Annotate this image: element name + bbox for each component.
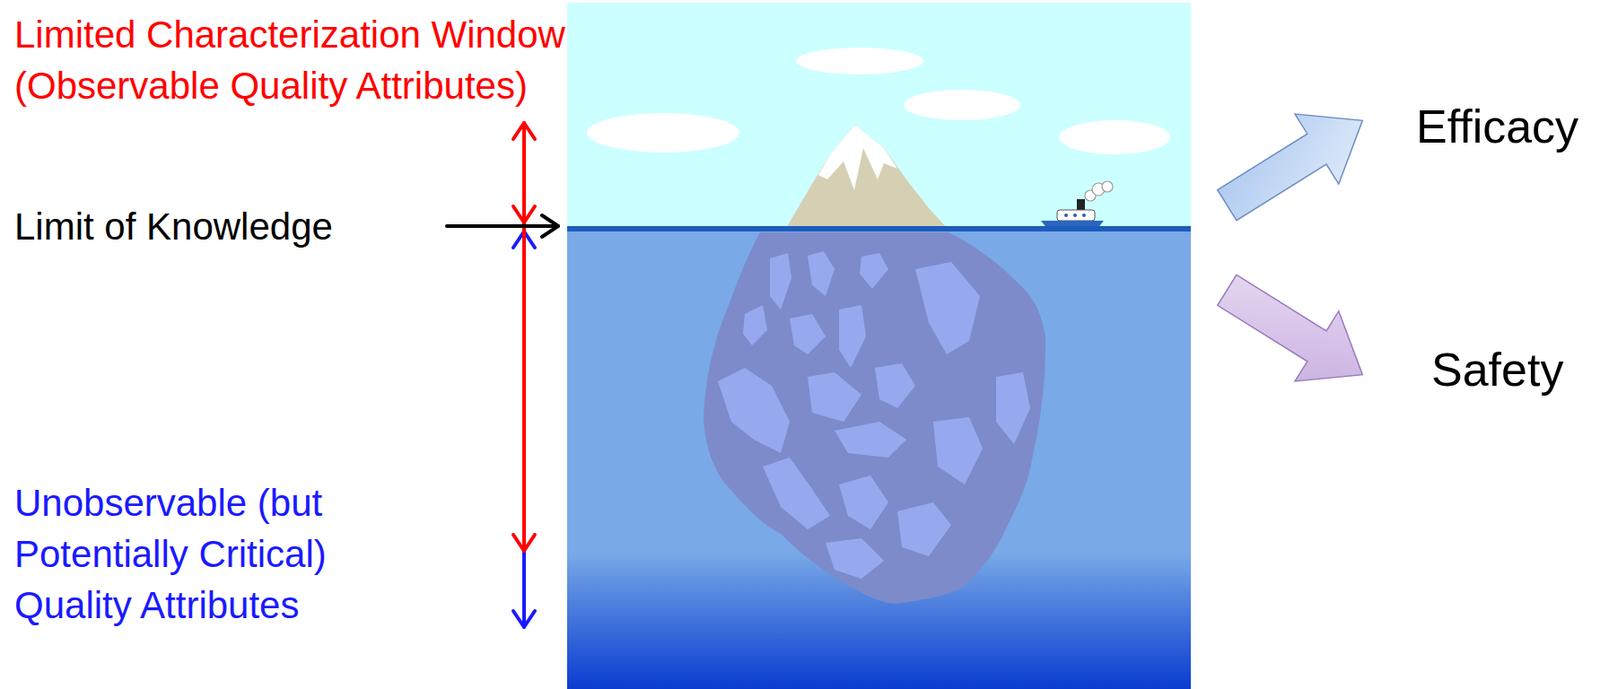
knowledge-limit-label: Limit of Knowledge [14,201,446,253]
sky [567,2,1191,230]
safety-label: Safety [1431,342,1600,397]
water [567,229,1191,689]
boat [1040,181,1113,230]
water-line [567,226,1191,232]
knowledge-limit-arrow [446,215,559,237]
submerged-iceberg [703,232,1046,604]
unobservable-attributes-label: Unobservable (but Potentially Critical) … [14,477,410,631]
observable-attributes-label: Limited Characterization Window (Observa… [14,8,643,112]
safety-block-arrow [1205,254,1385,410]
cloud [795,47,924,75]
efficacy-label: Efficacy [1416,99,1600,154]
iceberg-tip [785,124,949,230]
snow-cap [818,124,898,191]
cloud [903,89,1021,121]
efficacy-block-arrow [1205,85,1385,240]
observable-range-arrow [513,122,535,551]
ice-patches [717,251,1031,579]
cloud [586,113,740,153]
cloud [1058,120,1171,155]
